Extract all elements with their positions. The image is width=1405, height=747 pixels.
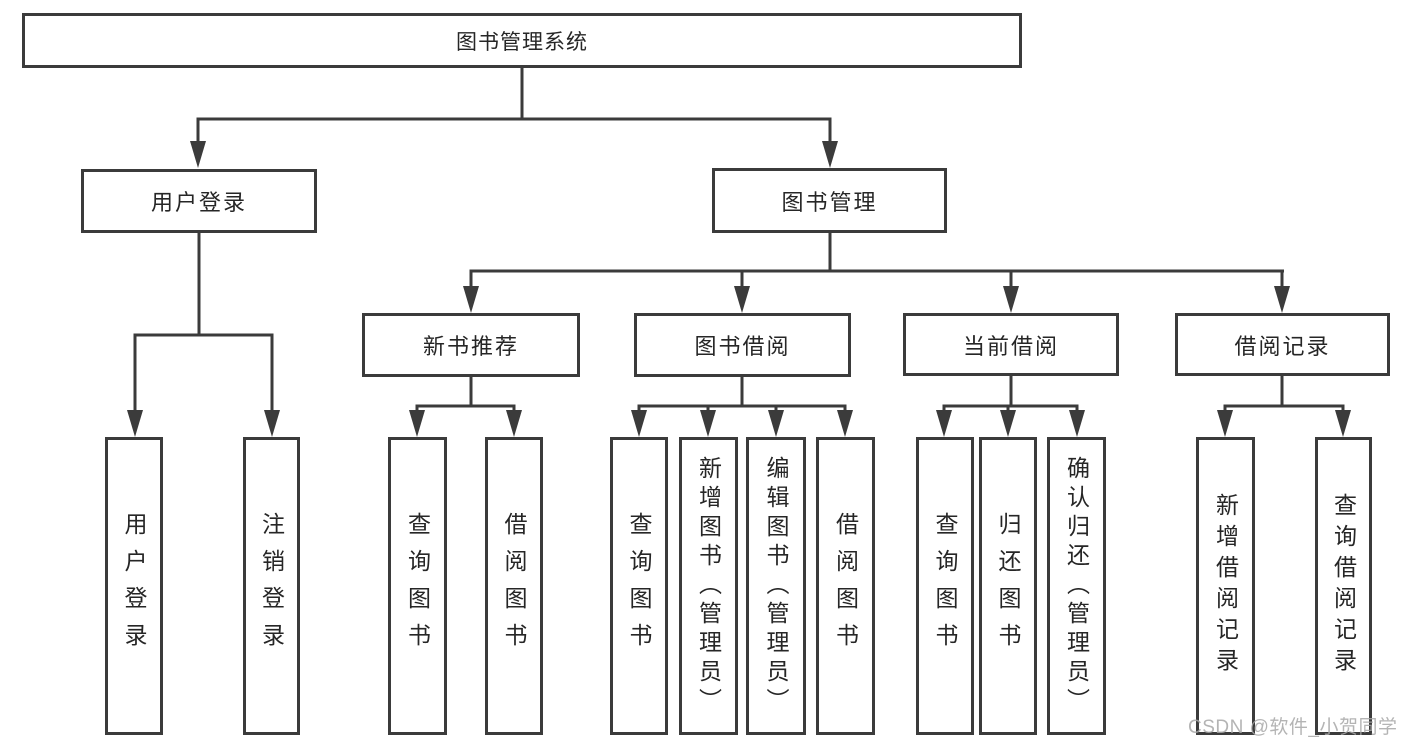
node-label: 用户登录 (150, 190, 247, 215)
node-current-borrow: 当前借阅 (903, 313, 1119, 376)
leaf-query-books-borrow: 查询图书 (610, 437, 668, 735)
node-new-book-recommend: 新书推荐 (362, 313, 580, 377)
node-library-management-system: 图书管理系统 (22, 13, 1022, 68)
node-user-login: 用户登录 (81, 169, 317, 233)
leaf-edit-books-admin: 编辑图书（管理员） (746, 437, 806, 735)
node-borrow-record: 借阅记录 (1175, 313, 1390, 376)
leaf-query-borrow-record: 查询借阅记录 (1315, 437, 1372, 735)
node-book-management: 图书管理 (712, 168, 947, 233)
node-label: 归还图书 (995, 512, 1021, 660)
node-label: 查询借阅记录 (1330, 493, 1357, 679)
node-label: 确认归还（管理员） (1063, 455, 1090, 717)
leaf-borrow-books: 借阅图书 (816, 437, 875, 735)
leaf-borrow-books-recommend: 借阅图书 (485, 437, 543, 735)
leaf-add-books-admin: 新增图书（管理员） (679, 437, 738, 735)
node-label: 图书管理 (781, 189, 878, 215)
node-label: 查询图书 (626, 512, 652, 660)
node-label: 新书推荐 (422, 334, 519, 359)
node-label: 借阅图书 (832, 512, 859, 660)
node-book-borrow: 图书借阅 (634, 313, 851, 377)
node-label: 查询图书 (932, 512, 958, 660)
leaf-add-borrow-record: 新增借阅记录 (1196, 437, 1255, 735)
leaf-user-login: 用户登录 (105, 437, 163, 735)
arrow-down-icons (127, 141, 1351, 437)
leaf-logout: 注销登录 (243, 437, 300, 735)
leaf-query-books-current: 查询图书 (916, 437, 974, 735)
node-label: 查询图书 (404, 512, 431, 660)
node-label: 图书借阅 (694, 334, 791, 359)
node-label: 新增借阅记录 (1212, 493, 1239, 679)
node-label: 借阅记录 (1234, 333, 1331, 359)
csdn-watermark: CSDN @软件_小贺同学 (1188, 717, 1398, 738)
node-label: 借阅图书 (501, 512, 527, 660)
node-label: 注销登录 (258, 512, 285, 660)
leaf-query-books-recommend: 查询图书 (388, 437, 447, 735)
leaf-return-books: 归还图书 (979, 437, 1037, 735)
node-label: 新增图书（管理员） (695, 455, 722, 717)
node-label: 用户登录 (121, 512, 147, 660)
leaf-confirm-return-admin: 确认归还（管理员） (1047, 437, 1106, 735)
node-label: 当前借阅 (962, 333, 1059, 359)
node-label: 编辑图书（管理员） (763, 455, 789, 717)
node-label: 图书管理系统 (456, 30, 588, 54)
